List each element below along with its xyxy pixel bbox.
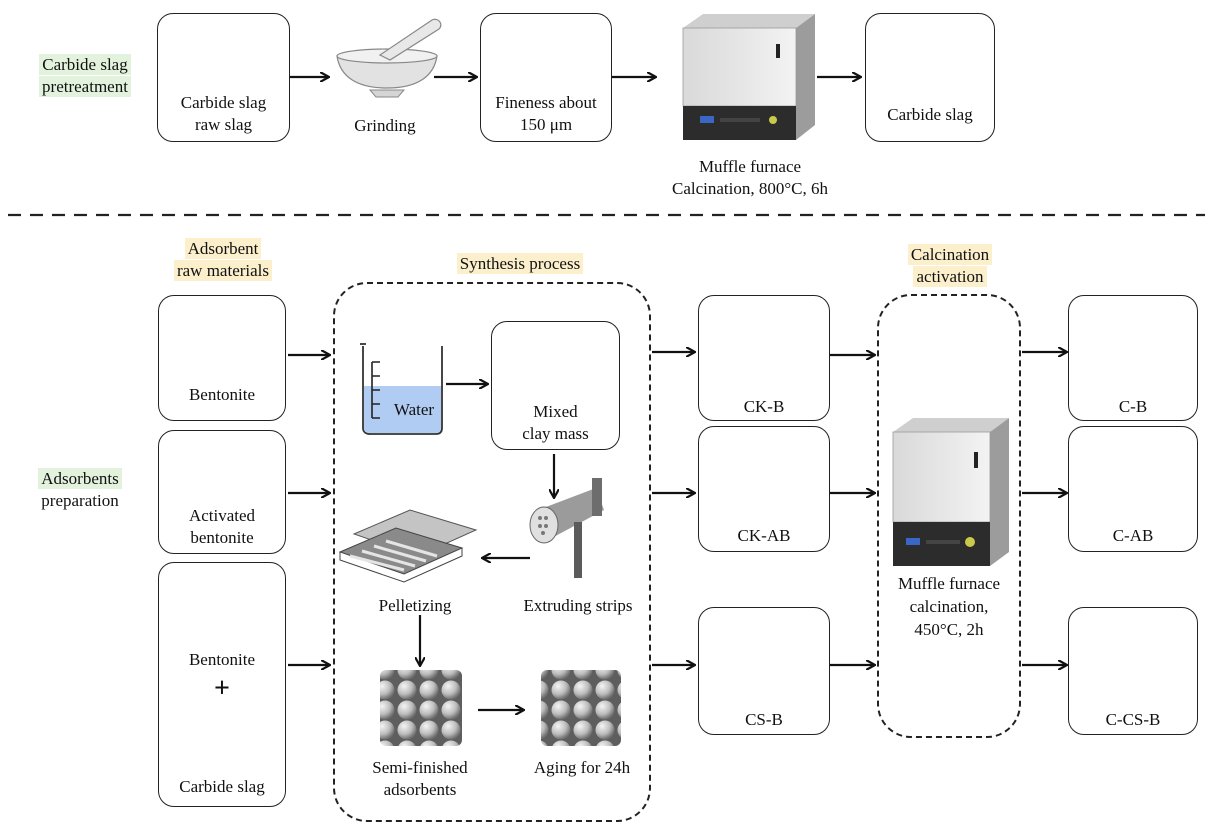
ckb-box <box>698 295 830 421</box>
carbide-slag-label: Carbide slag <box>179 777 265 796</box>
carbide-slag-product-box <box>865 13 995 142</box>
pelletizing-label: Pelletizing <box>378 596 452 615</box>
cab-label: C-AB <box>1112 526 1154 545</box>
section1-label: Carbide slag pretreatment <box>30 54 140 98</box>
furnace-bottom-illustration <box>892 418 1009 566</box>
calcination-header: Calcination activation <box>880 244 1020 288</box>
fineness-box <box>480 13 612 142</box>
extruding-label: Extruding strips <box>523 596 633 615</box>
grinding-label: Grinding <box>354 116 416 135</box>
csb-box <box>698 607 830 735</box>
raw-materials-header: Adsorbent raw materials <box>160 238 286 282</box>
furnace-bottom-label: Muffle furnace calcination, 450°C, 2h <box>897 574 1001 639</box>
aging-label: Aging for 24h <box>533 758 631 777</box>
bentonite2-label: Bentonite <box>188 650 256 669</box>
beaker-illustration <box>360 343 443 435</box>
calcination-container <box>877 294 1021 738</box>
ckb-label: CK-B <box>743 397 785 416</box>
section2-label: Adsorbents preparation <box>28 468 132 512</box>
mixed-clay-box <box>491 321 620 450</box>
csb-label: CS-B <box>745 710 783 729</box>
bentonite-carbide-box <box>158 562 286 807</box>
plus-sign: + <box>214 673 230 704</box>
furnace-top-illustration <box>682 14 815 140</box>
extruder-illustration <box>529 478 604 578</box>
ccsb-box <box>1068 607 1198 735</box>
bentonite-box <box>158 295 286 421</box>
ckab-box <box>698 426 830 552</box>
activated-bentonite-box <box>158 430 286 554</box>
synthesis-header: Synthesis process <box>420 253 620 275</box>
cb-box <box>1068 295 1198 421</box>
pelletizer-illustration <box>338 509 478 583</box>
carbide-slag-product-label: Carbide slag <box>887 105 973 124</box>
cb-label: C-B <box>1118 397 1148 416</box>
cab-box <box>1068 426 1198 552</box>
water-label: Water <box>393 400 435 419</box>
ckab-label: CK-AB <box>737 526 791 545</box>
ccsb-label: C-CS-B <box>1105 710 1161 729</box>
bentonite-label: Bentonite <box>188 385 256 404</box>
raw-slag-box <box>157 13 290 142</box>
